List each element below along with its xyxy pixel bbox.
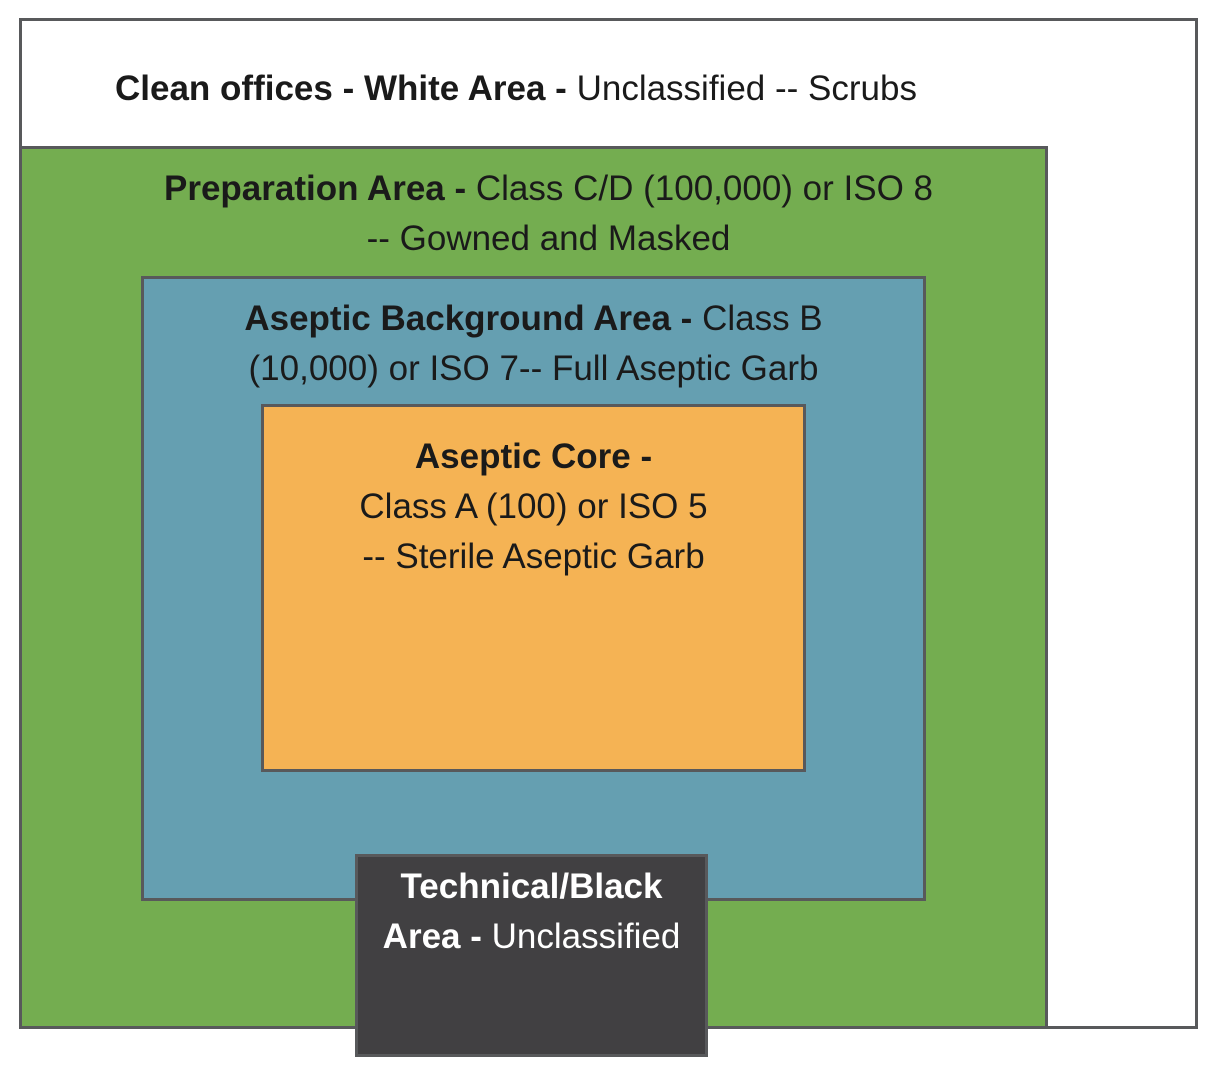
technical-black-area-label: Technical/Black Area - Unclassified — [355, 862, 708, 962]
aseptic-background-area-label: Aseptic Background Area - Class B (10,00… — [141, 294, 926, 394]
aseptic-background-area-detail-line2: (10,000) or ISO 7-- Full Aseptic Garb — [248, 349, 819, 388]
preparation-area-detail-line2: -- Gowned and Masked — [366, 219, 731, 258]
white-area-detail: Unclassified -- Scrubs — [576, 69, 917, 108]
aseptic-core-label: Aseptic Core - Class A (100) or ISO 5 --… — [261, 432, 806, 582]
aseptic-background-area-title: Aseptic Background Area - — [244, 299, 693, 338]
white-area-label: Clean offices - White Area - Unclassifie… — [19, 64, 1198, 114]
preparation-area-detail-line1: Class C/D (100,000) or ISO 8 — [475, 169, 933, 208]
preparation-area-title: Preparation Area - — [164, 169, 467, 208]
technical-black-area-title-line1: Technical/Black — [400, 867, 663, 906]
technical-black-area-zone — [355, 854, 708, 1057]
preparation-area-label: Preparation Area - Class C/D (100,000) o… — [19, 164, 1078, 264]
aseptic-core-title: Aseptic Core - — [414, 437, 653, 476]
aseptic-core-detail-line1: Class A (100) or ISO 5 — [359, 487, 708, 526]
aseptic-core-zone — [261, 404, 806, 772]
aseptic-core-detail-line2: -- Sterile Aseptic Garb — [362, 537, 705, 576]
technical-black-area-detail: Unclassified — [491, 917, 681, 956]
aseptic-background-area-detail-line1: Class B — [702, 299, 823, 338]
white-area-title: Clean offices - White Area - — [115, 69, 567, 108]
technical-black-area-title-line2: Area - — [382, 917, 482, 956]
